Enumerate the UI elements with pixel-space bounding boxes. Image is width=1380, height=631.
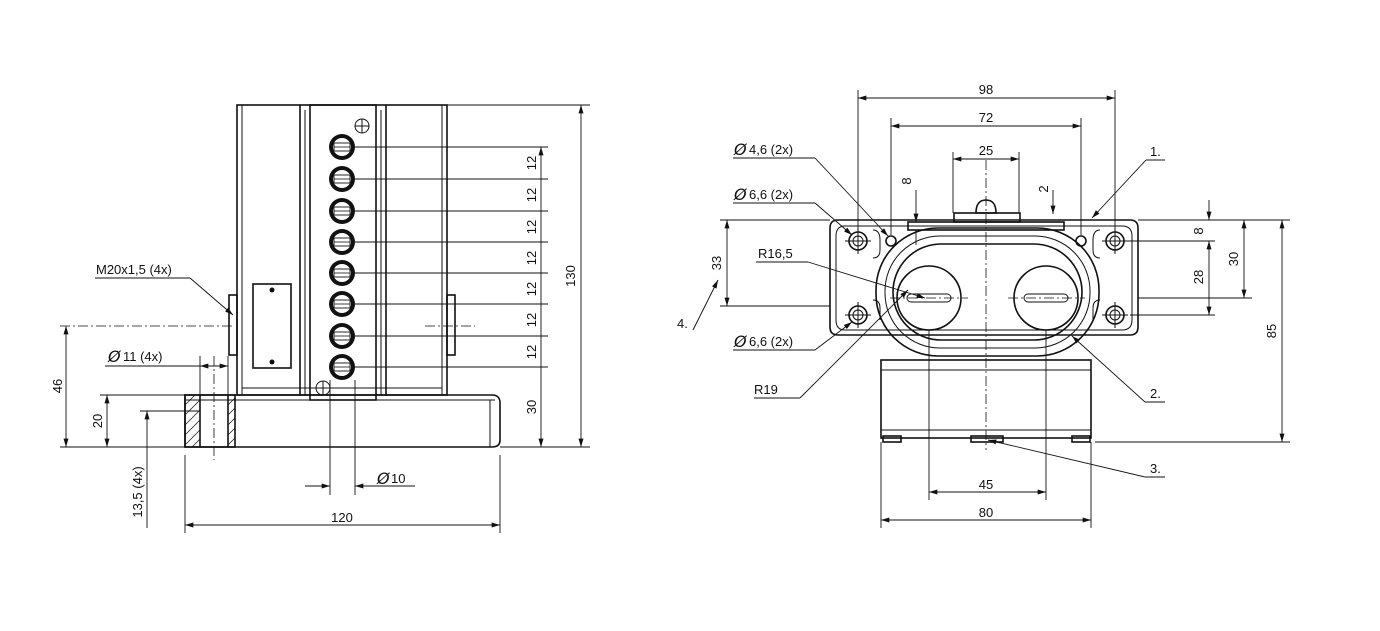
dim-30: 30	[1226, 252, 1241, 266]
gland-left	[228, 294, 238, 356]
contacts	[329, 134, 355, 380]
diameter-symbol: Ø	[376, 469, 390, 488]
contact	[329, 354, 355, 380]
dim-85: 85	[1264, 324, 1279, 338]
r16-5-label: R16,5	[758, 246, 793, 261]
callout-1: 1.	[1150, 144, 1161, 159]
callout-4: 4.	[677, 316, 688, 331]
dim-12: 12	[524, 188, 539, 202]
dim-8-top: 8	[899, 177, 914, 184]
front-view: 98 72 25 8 2 8 28 30 85 33 45 80 Ø 4,6 (…	[677, 82, 1290, 528]
dim-12: 12	[524, 156, 539, 170]
dim-45: 45	[979, 477, 993, 492]
dim-72: 72	[979, 110, 993, 125]
gland-right	[446, 294, 456, 356]
pitch-extension-lines	[355, 146, 548, 368]
dim-120: 120	[331, 510, 353, 525]
dim-25: 25	[979, 143, 993, 158]
dim-46: 46	[50, 379, 65, 393]
side-view: 12 12 12 12 12 12 12 30 130 46 20 13,5 (…	[50, 104, 590, 533]
dim-80: 80	[979, 505, 993, 520]
dim-13-5: 13,5 (4x)	[130, 466, 145, 517]
side-pitch-labels: 12 12 12 12 12 12 12	[524, 156, 539, 359]
diameter-symbol: Ø	[733, 185, 747, 204]
contact	[329, 260, 355, 286]
dim-130: 130	[563, 265, 578, 287]
thread-label: M20x1,5 (4x)	[96, 262, 172, 277]
dim-28: 28	[1191, 270, 1206, 284]
dim-dia-11: 11 (4x)	[123, 349, 163, 364]
mount-holes	[845, 228, 1128, 328]
dia-4-6-label: 4,6 (2x)	[749, 142, 793, 157]
contact	[329, 134, 355, 160]
contact	[329, 291, 355, 317]
dim-20: 20	[90, 414, 105, 428]
contact	[329, 229, 355, 255]
dim-8-right: 8	[1191, 227, 1206, 234]
dim-12: 12	[524, 282, 539, 296]
section-hatch	[184, 394, 236, 448]
dim-12: 12	[524, 220, 539, 234]
diameter-symbol: Ø	[107, 347, 121, 366]
contact	[329, 323, 355, 349]
dia-6-6-label-bottom: 6,6 (2x)	[749, 334, 793, 349]
dim-33: 33	[709, 256, 724, 270]
dim-12: 12	[524, 251, 539, 265]
dim-30-base: 30	[524, 400, 539, 414]
dim-12: 12	[524, 313, 539, 327]
base	[184, 394, 501, 448]
dia-6-6-label-top: 6,6 (2x)	[749, 187, 793, 202]
label-plate	[252, 283, 292, 369]
contact	[329, 166, 355, 192]
dim-98: 98	[979, 82, 993, 97]
housing-oval	[875, 227, 1100, 357]
contact	[329, 198, 355, 224]
callout-3: 3.	[1150, 461, 1161, 476]
flange-plate	[829, 219, 1139, 336]
r19-label: R19	[754, 382, 778, 397]
diameter-symbol: Ø	[733, 332, 747, 351]
callout-2: 2.	[1150, 386, 1161, 401]
dim-12: 12	[524, 345, 539, 359]
diameter-symbol: Ø	[733, 140, 747, 159]
dim-2: 2	[1036, 185, 1051, 192]
dim-dia-10: 10	[391, 471, 405, 486]
